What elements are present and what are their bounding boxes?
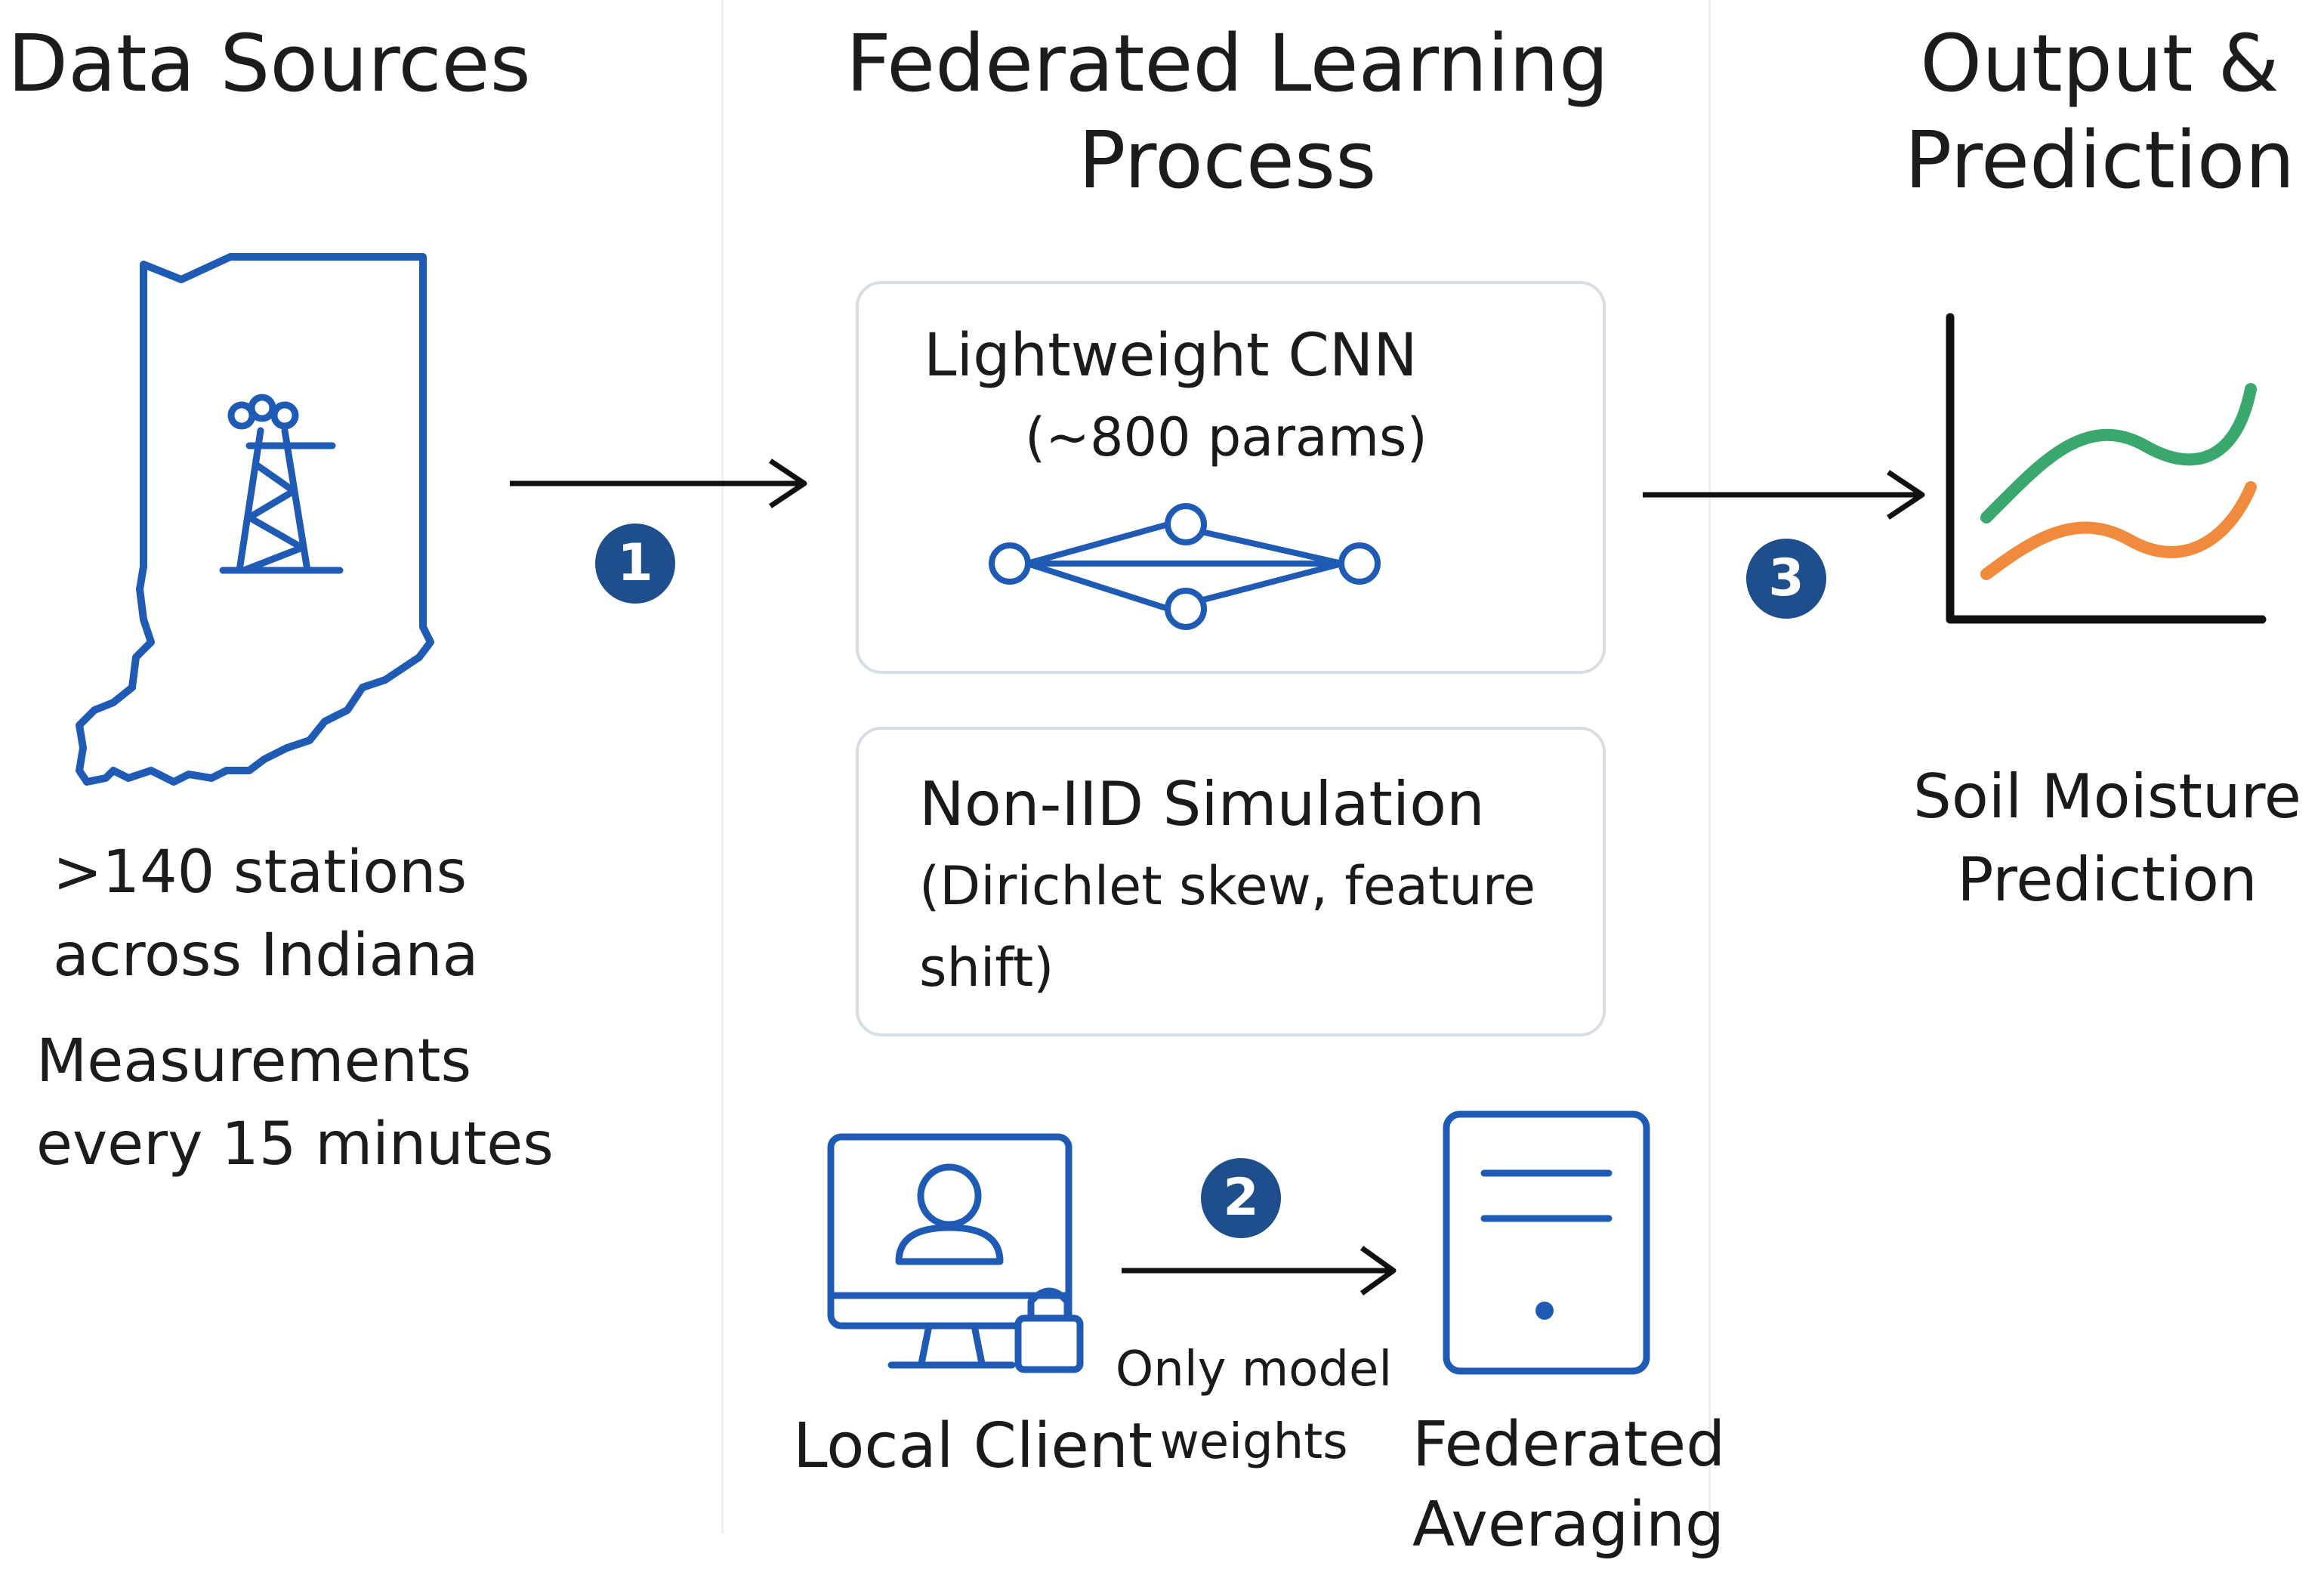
step-2-badge: 2 (1201, 1158, 1281, 1238)
non-iid-text: Non-IID Simulation (Dirichlet skew, feat… (919, 764, 1599, 1008)
measurements-line-1: Measurements (36, 1027, 472, 1095)
measurements-line-2: every 15 minutes (36, 1110, 554, 1178)
output-title-line-1: Output & (1920, 17, 2279, 110)
weather-station-tower-icon (219, 394, 344, 574)
arrow-step-3 (1643, 470, 1925, 520)
cnn-card-subtitle: (~800 params) (1025, 406, 1427, 468)
model-weights-line-1: Only model (1115, 1342, 1393, 1398)
column-divider-left (721, 0, 724, 1533)
soil-moisture-label: Soil Moisture Prediction (1903, 755, 2311, 922)
non-iid-simulation-card: Non-IID Simulation (Dirichlet skew, feat… (856, 727, 1606, 1036)
cnn-card-title: Lightweight CNN (924, 322, 1418, 390)
arrow-step-2 (1122, 1246, 1397, 1296)
data-sources-title: Data Sources (8, 17, 531, 110)
indiana-map-icon (76, 253, 434, 786)
federated-averaging-line-1: Federated (1412, 1409, 1726, 1481)
stations-line-2: across Indiana (53, 922, 479, 990)
output-prediction-title: Output & Prediction (1873, 15, 2324, 208)
model-weights-text: Only model weights (1110, 1333, 1397, 1478)
non-iid-title: Non-IID Simulation (919, 769, 1485, 839)
step-1-badge: 1 (595, 524, 675, 604)
output-title-line-2: Prediction (1904, 114, 2295, 206)
stations-line-1: >140 stations (53, 839, 468, 906)
non-iid-line-2: (Dirichlet skew, feature (919, 855, 1536, 917)
lightweight-cnn-card: Lightweight CNN (~800 params) (856, 281, 1606, 674)
federated-process-title-line-2: Process (1078, 114, 1377, 206)
federated-process-title: Federated Learning Process (801, 15, 1654, 208)
computer-user-lock-icon (827, 1133, 1084, 1373)
neural-network-icon (989, 503, 1381, 630)
column-divider-right (1708, 0, 1711, 1533)
server-icon (1443, 1110, 1650, 1375)
soil-moisture-line-2: Prediction (1957, 845, 2258, 915)
measurements-text: Measurements every 15 minutes (36, 1020, 610, 1186)
federated-averaging-label: Federated Averaging (1412, 1405, 1726, 1565)
soil-moisture-line-1: Soil Moisture (1913, 761, 2301, 832)
step-3-badge: 3 (1746, 539, 1826, 619)
stations-text: >140 stations across Indiana (53, 831, 582, 997)
non-iid-line-3: shift) (919, 937, 1054, 999)
model-weights-line-2: weights (1159, 1414, 1348, 1470)
line-chart-icon (1946, 313, 2267, 624)
local-client-label: Local Client (793, 1410, 1153, 1482)
arrow-step-1 (510, 459, 807, 508)
federated-averaging-line-2: Averaging (1412, 1489, 1725, 1561)
federated-process-title-line-1: Federated Learning (846, 17, 1609, 110)
